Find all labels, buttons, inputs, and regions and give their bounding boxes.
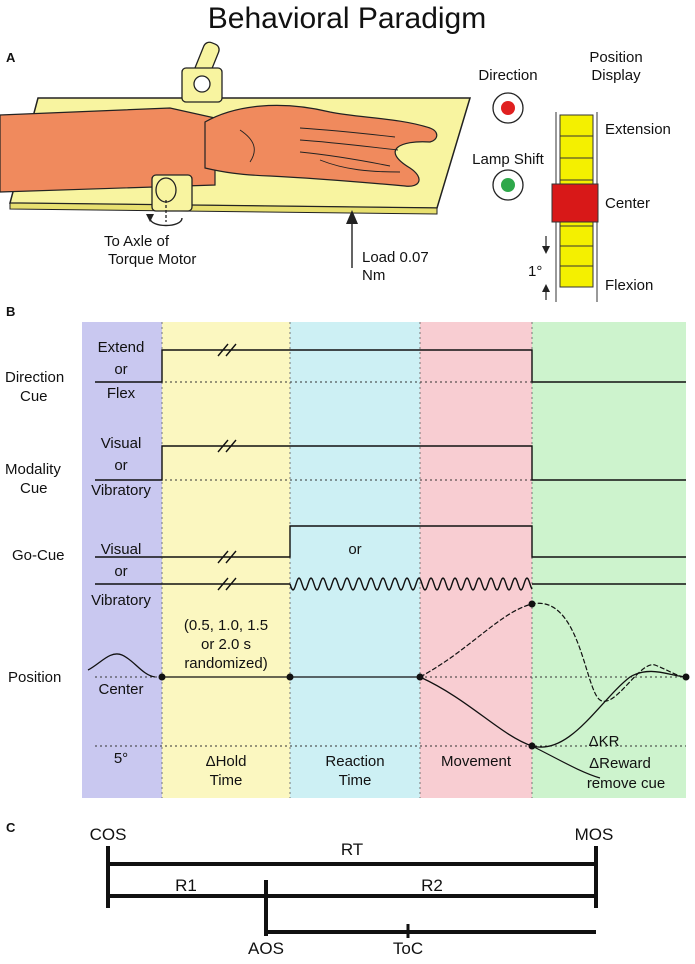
bottom-pivot-axle — [155, 177, 177, 203]
load-label-line1: Load 0.07 — [362, 249, 429, 266]
direction-trace — [95, 349, 686, 383]
reaction-time-label-line2: Time — [339, 772, 372, 789]
panel-c-label: C — [6, 820, 16, 835]
hold-time-label-line2: Time — [210, 772, 243, 789]
direction-bottom-label: Flex — [107, 385, 136, 402]
mos-label: MOS — [575, 825, 614, 844]
load-arrowhead-icon — [346, 210, 358, 224]
modality-break-icon — [217, 439, 237, 453]
modality-cue-label-line1: Modality — [5, 461, 61, 478]
timing-diagram — [106, 846, 598, 938]
position-extension-trace — [419, 602, 687, 702]
axle-label-line1: To Axle of — [104, 233, 170, 250]
phase-hold — [162, 322, 290, 798]
gocue-vibratory-wave — [289, 577, 533, 591]
modality-bottom-label: Vibratory — [91, 482, 151, 499]
movement-label: Movement — [441, 753, 512, 770]
direction-top-label: Extend — [98, 339, 145, 356]
gocue-break-vibratory-icon — [217, 577, 237, 591]
position-center-label: Center — [98, 681, 143, 698]
gocue-or-label: or — [348, 541, 361, 558]
hold-note-line1: (0.5, 1.0, 1.5 — [184, 617, 268, 634]
reaction-time-label-line1: Reaction — [325, 753, 384, 770]
modality-top-label: Visual — [101, 435, 142, 452]
arm-apparatus — [0, 41, 472, 227]
modality-mid-label: or — [114, 457, 127, 474]
toc-label: ToC — [393, 939, 423, 958]
gocue-mid-label: or — [114, 563, 127, 580]
extension-label: Extension — [605, 121, 671, 138]
reward-pointer — [531, 745, 601, 779]
load-label-line2: Nm — [362, 267, 385, 284]
aos-label: AOS — [248, 939, 284, 958]
finger-lines — [239, 127, 401, 173]
phase-reward — [532, 322, 686, 798]
go-cue-label: Go-Cue — [12, 547, 65, 564]
position-end-dot — [682, 673, 690, 681]
cos-label: COS — [90, 825, 127, 844]
phase-pre — [82, 322, 162, 798]
axle-label-line2: Torque Motor — [108, 251, 196, 268]
degree-label: 1° — [528, 263, 542, 280]
degree-arrowhead-down-icon — [542, 246, 550, 254]
center-label: Center — [605, 195, 650, 212]
rotation-arrowhead-icon — [146, 214, 154, 222]
panel-a-label: A — [6, 50, 16, 65]
direction-cue-label-line1: Direction — [5, 369, 64, 386]
direction-mid-label: or — [114, 361, 127, 378]
lamp-shift-label: Lamp Shift — [472, 151, 545, 168]
rt-label: RT — [341, 840, 363, 859]
position-flexion-trace — [419, 670, 687, 748]
direction-lamp-icon — [501, 101, 515, 115]
position-label: Position — [8, 669, 61, 686]
hold-note-line2: or 2.0 s — [201, 636, 251, 653]
direction-label: Direction — [478, 67, 537, 84]
position-display — [551, 112, 599, 302]
degree-arrowhead-up-icon — [542, 284, 550, 292]
gocue-break-visual-icon — [217, 550, 237, 564]
top-pivot-hole — [193, 75, 211, 93]
position-go-dot — [286, 673, 294, 681]
remove-cue-label: remove cue — [587, 775, 665, 792]
position-display-label-line2: Display — [591, 67, 641, 84]
modality-trace — [95, 445, 686, 481]
phase-dividers — [161, 322, 533, 798]
gocue-visual-trace — [95, 525, 686, 558]
position-five-degree-label: 5° — [114, 750, 128, 767]
gocue-top-label: Visual — [101, 541, 142, 558]
direction-cue-label-line2: Cue — [20, 388, 48, 405]
position-pre-bump — [87, 653, 156, 678]
position-flexion-dot — [528, 742, 536, 750]
position-display-label-line1: Position — [589, 49, 642, 66]
rotation-arrow-icon — [149, 217, 183, 227]
display-center-block — [551, 183, 599, 223]
direction-break-icon — [217, 343, 237, 357]
r2-label: R2 — [421, 876, 443, 895]
phase-reaction — [290, 322, 420, 798]
kr-label: ΔKR — [589, 733, 620, 750]
hold-note-line3: randomized) — [184, 655, 267, 672]
gocue-bottom-label: Vibratory — [91, 592, 151, 609]
r1-label: R1 — [175, 876, 197, 895]
modality-cue-label-line2: Cue — [20, 480, 48, 497]
flexion-label: Flexion — [605, 277, 653, 294]
hold-time-label-line1: ΔHold — [206, 753, 247, 770]
lamp-shift-icon — [501, 178, 515, 192]
reward-label: ΔReward — [589, 755, 651, 772]
phase-movement — [420, 322, 532, 798]
hand — [204, 104, 438, 187]
board-edge — [9, 202, 438, 215]
position-hold-start-dot — [158, 673, 166, 681]
position-extension-dot — [528, 600, 536, 608]
panel-b-label: B — [6, 304, 15, 319]
figure-title: Behavioral Paradigm — [208, 2, 486, 35]
